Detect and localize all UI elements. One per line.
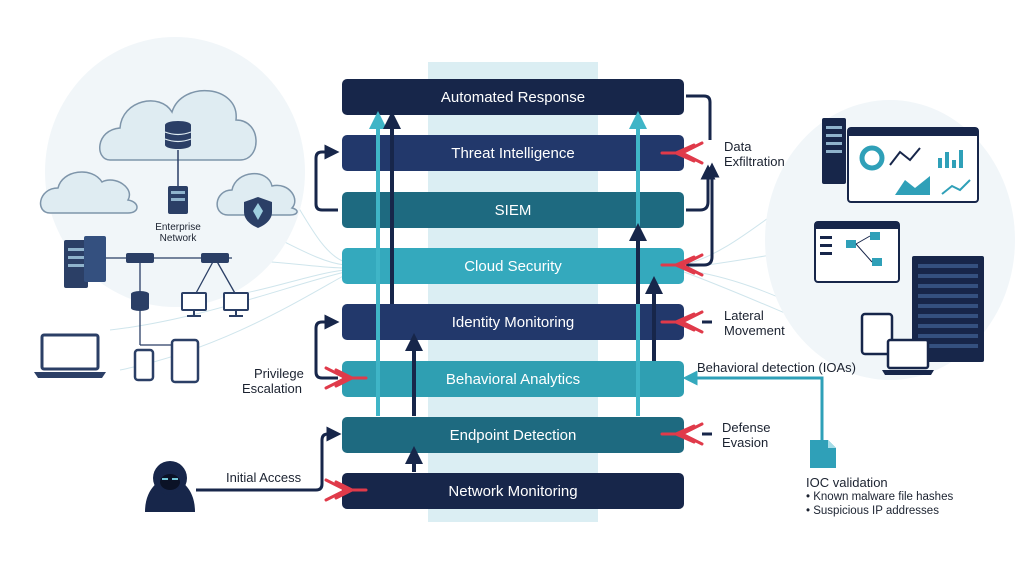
- ioc-item: • Suspicious IP addresses: [806, 505, 939, 517]
- ioc-item-text: Known malware file hashes: [813, 491, 954, 503]
- layer-automated-response[interactable]: Automated Response: [342, 79, 684, 115]
- switch-icon-right: [201, 253, 229, 263]
- laptop-icon: [34, 333, 106, 378]
- ioc-validation-title: IOC validation: [806, 475, 888, 490]
- monitor-icon-1: [181, 292, 207, 317]
- switch-icon-left: [126, 253, 154, 263]
- enterprise-network-label-line1: Enterprise: [155, 222, 201, 233]
- cloud-icon-left: [39, 171, 138, 214]
- lateral-movement-label: Lateral Movement: [724, 308, 785, 338]
- privilege-escalation-label: Privilege Escalation: [242, 366, 304, 396]
- layer-label: Network Monitoring: [448, 482, 578, 500]
- layer-label: Identity Monitoring: [451, 313, 575, 331]
- privilege-escalation-line2: Escalation: [242, 381, 302, 396]
- lateral-movement-line1: Lateral: [724, 308, 764, 323]
- ioc-feed-line: [682, 370, 824, 440]
- ioc-validation-block: IOC validation • Known malware file hash…: [806, 475, 953, 518]
- server-rack-right-icon: [912, 256, 984, 362]
- data-exfiltration-line1: Data: [724, 139, 752, 154]
- layer-network-monitoring[interactable]: Network Monitoring: [342, 473, 684, 509]
- defense-evasion-label: Defense Evasion: [722, 420, 770, 450]
- layer-label: Cloud Security: [464, 257, 562, 275]
- data-exfiltration-label: Data Exfiltration: [724, 139, 785, 169]
- privilege-escalation-line1: Privilege: [254, 366, 304, 381]
- layer-behavioral-analytics[interactable]: Behavioral Analytics: [342, 361, 684, 397]
- behavioral-detection-label: Behavioral detection (IOAs): [697, 360, 856, 375]
- layer-label: SIEM: [494, 201, 532, 219]
- database-small-icon: [131, 291, 149, 311]
- ioc-item: • Known malware file hashes: [806, 491, 954, 503]
- lateral-movement-line2: Movement: [724, 323, 785, 338]
- file-icon: [810, 440, 836, 468]
- monitor-icon-2: [223, 292, 249, 317]
- right-loops: [686, 94, 720, 267]
- tablet-right-icon: [860, 312, 894, 356]
- layer-siem[interactable]: SIEM: [342, 192, 684, 228]
- server-rack-icon: [64, 236, 106, 288]
- database-icon: [164, 121, 192, 149]
- defense-evasion-line1: Defense: [722, 420, 771, 435]
- layer-endpoint-detection[interactable]: Endpoint Detection: [342, 417, 684, 453]
- enterprise-network-label-line2: Network: [159, 233, 197, 244]
- enterprise-network-illustration: [34, 37, 305, 384]
- left-loops: [196, 144, 342, 492]
- layer-label: Behavioral Analytics: [445, 370, 581, 388]
- layer-cloud-security[interactable]: Cloud Security: [342, 248, 684, 284]
- cloud-icon-right: [216, 172, 298, 216]
- network-map-dashboard-icon: [814, 221, 900, 283]
- laptop-right-icon: [882, 338, 934, 375]
- data-exfiltration-line2: Exfiltration: [724, 154, 785, 169]
- analytics-dashboard-icon: [847, 127, 979, 203]
- tablet-icon: [170, 338, 200, 384]
- attacker-icon: [145, 461, 195, 512]
- enterprise-network-label: Enterprise Network: [142, 222, 214, 244]
- layer-label: Threat Intelligence: [451, 144, 575, 162]
- phone-icon: [133, 348, 155, 382]
- dashboard-illustration: [765, 100, 1015, 380]
- ioc-item-text: Suspicious IP addresses: [813, 505, 939, 517]
- layer-threat-intelligence[interactable]: Threat Intelligence: [342, 135, 684, 171]
- layer-label: Automated Response: [440, 88, 586, 106]
- initial-access-label: Initial Access: [226, 470, 302, 485]
- layer-label: Endpoint Detection: [449, 426, 577, 444]
- defense-evasion-line2: Evasion: [722, 435, 769, 450]
- layer-identity-monitoring[interactable]: Identity Monitoring: [342, 304, 684, 340]
- central-column: [428, 62, 598, 522]
